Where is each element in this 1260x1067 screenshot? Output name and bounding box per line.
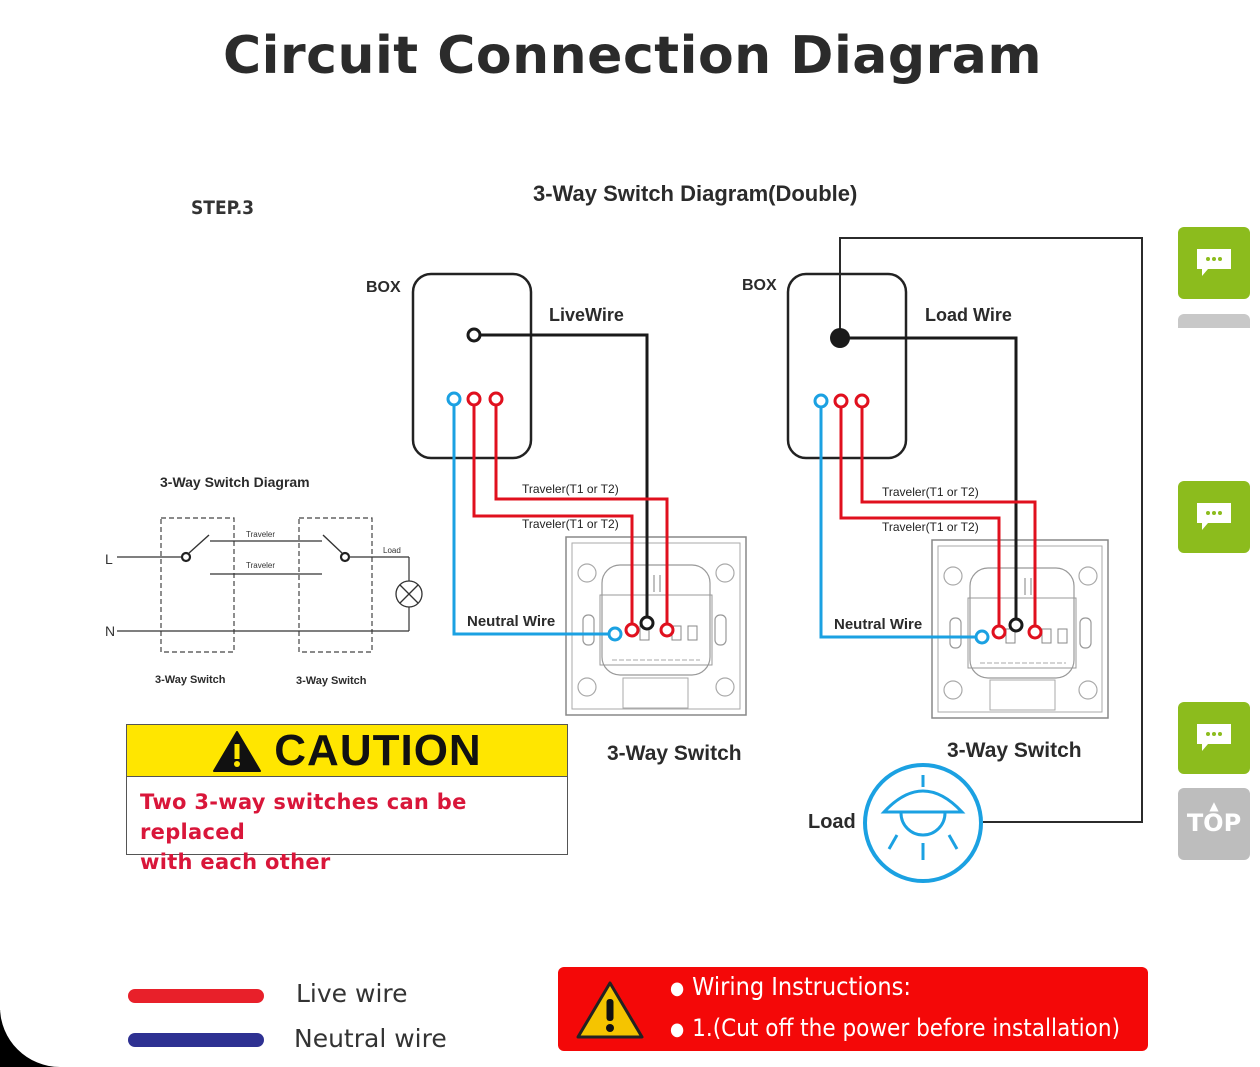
load-label: Load: [808, 811, 856, 833]
schematic-title: 3-Way Switch Diagram: [160, 474, 310, 490]
legend-neutral-label: Neutral wire: [294, 1024, 447, 1053]
chat-bubble-icon: [1197, 503, 1231, 530]
load-junction-dot: [830, 328, 850, 348]
diagram-subtitle: 3-Way Switch Diagram(Double): [533, 181, 858, 206]
caution-message: Two 3-way switches can be replaced with …: [127, 777, 567, 877]
live-wire-left: [480, 333, 649, 620]
warning-triangle-icon: [213, 730, 262, 772]
switch-label-right: 3-Way Switch: [296, 675, 367, 687]
switch-box-left: [160, 517, 235, 653]
caution-title: CAUTION: [274, 725, 482, 775]
traveler-label-2-left: Traveler(T1 or T2): [522, 517, 619, 531]
box-label-right: BOX: [742, 277, 777, 294]
live-terminal-switch-left: [639, 615, 655, 631]
legend-neutral-swatch: [128, 1033, 264, 1047]
neutral-wire-left: [452, 405, 610, 636]
switch-label-right-panel: 3-Way Switch: [947, 739, 1082, 762]
caution-line-1: Two 3-way switches can be replaced: [140, 790, 467, 844]
caret-up-icon: ▲: [1209, 799, 1219, 813]
chat-button-1[interactable]: [1178, 227, 1250, 299]
neutral-label: N: [105, 623, 115, 639]
traveler-label-2-right: Traveler(T1 or T2): [882, 520, 979, 534]
chat-bubble-icon: [1197, 724, 1231, 751]
live-terminal-box-left: [466, 327, 482, 343]
traveler-label-top: Traveler: [246, 530, 275, 539]
traveler-wire-2-right: [839, 407, 1001, 628]
left-wiring-panel: BOX LiveWire: [366, 272, 747, 765]
switch-label-left-panel: 3-Way Switch: [607, 742, 742, 765]
traveler-label-1-left: Traveler(T1 or T2): [522, 482, 619, 496]
load-wire-label: Load Wire: [925, 305, 1012, 325]
caution-sign-icon: [576, 981, 644, 1039]
switch-box-right: [298, 517, 373, 653]
top-label: TOP: [1186, 809, 1242, 837]
schematic-diagram: 3-Way Switch Diagram L Traveler Traveler…: [105, 474, 423, 687]
legend-live-swatch: [128, 989, 264, 1003]
caution-header: CAUTION: [127, 725, 567, 777]
page-title: Circuit Connection Diagram: [222, 26, 1043, 86]
wiring-instructions-box: ●Wiring Instructions: ●1.(Cut off the po…: [558, 967, 1148, 1051]
line-label: L: [105, 551, 113, 567]
junction-box-left: [411, 272, 533, 460]
neutral-wire-label-left: Neutral Wire: [467, 613, 555, 630]
load-label-small: Load: [383, 546, 401, 555]
neutral-wire-label-right: Neutral Wire: [834, 616, 922, 633]
neutral-wire-right: [819, 407, 977, 639]
traveler-wire-1-right: [860, 407, 1037, 628]
switch-lever-right: [322, 534, 343, 554]
traveler-wire-2-left: [472, 405, 634, 626]
live-wire-label: LiveWire: [549, 305, 624, 325]
junction-box-right: [786, 272, 908, 460]
right-wiring-panel: BOX Load Wire: [742, 237, 1143, 883]
caution-box: CAUTION Two 3-way switches can be replac…: [126, 724, 568, 874]
wiring-heading: ●Wiring Instructions:: [670, 972, 911, 1001]
switch-pivot-left: [180, 551, 192, 563]
switch-label-left: 3-Way Switch: [155, 674, 226, 686]
step-label: STEP.3: [191, 197, 255, 219]
traveler-label-1-right: Traveler(T1 or T2): [882, 485, 979, 499]
caution-line-2: with each other: [140, 850, 331, 874]
sidebar-gray-tab[interactable]: [1178, 314, 1250, 328]
box-label-left: BOX: [366, 279, 401, 296]
chat-button-3[interactable]: [1178, 702, 1250, 774]
legend-live-label: Live wire: [296, 979, 408, 1008]
chat-bubble-icon: [1197, 249, 1231, 276]
load-return-wire: [839, 237, 1143, 823]
back-to-top-button[interactable]: ▲ TOP: [1178, 788, 1250, 860]
load-wire-right: [840, 336, 1018, 621]
switch-plate-left: [565, 536, 747, 716]
switch-pivot-right: [339, 551, 351, 563]
wiring-item-1: ●1.(Cut off the power before installatio…: [670, 1014, 1120, 1042]
traveler-wire-1-left: [494, 405, 669, 626]
switch-lever-left: [188, 534, 210, 554]
lamp-icon: [863, 763, 983, 883]
chat-button-2[interactable]: [1178, 481, 1250, 553]
traveler-label-bottom: Traveler: [246, 561, 275, 570]
